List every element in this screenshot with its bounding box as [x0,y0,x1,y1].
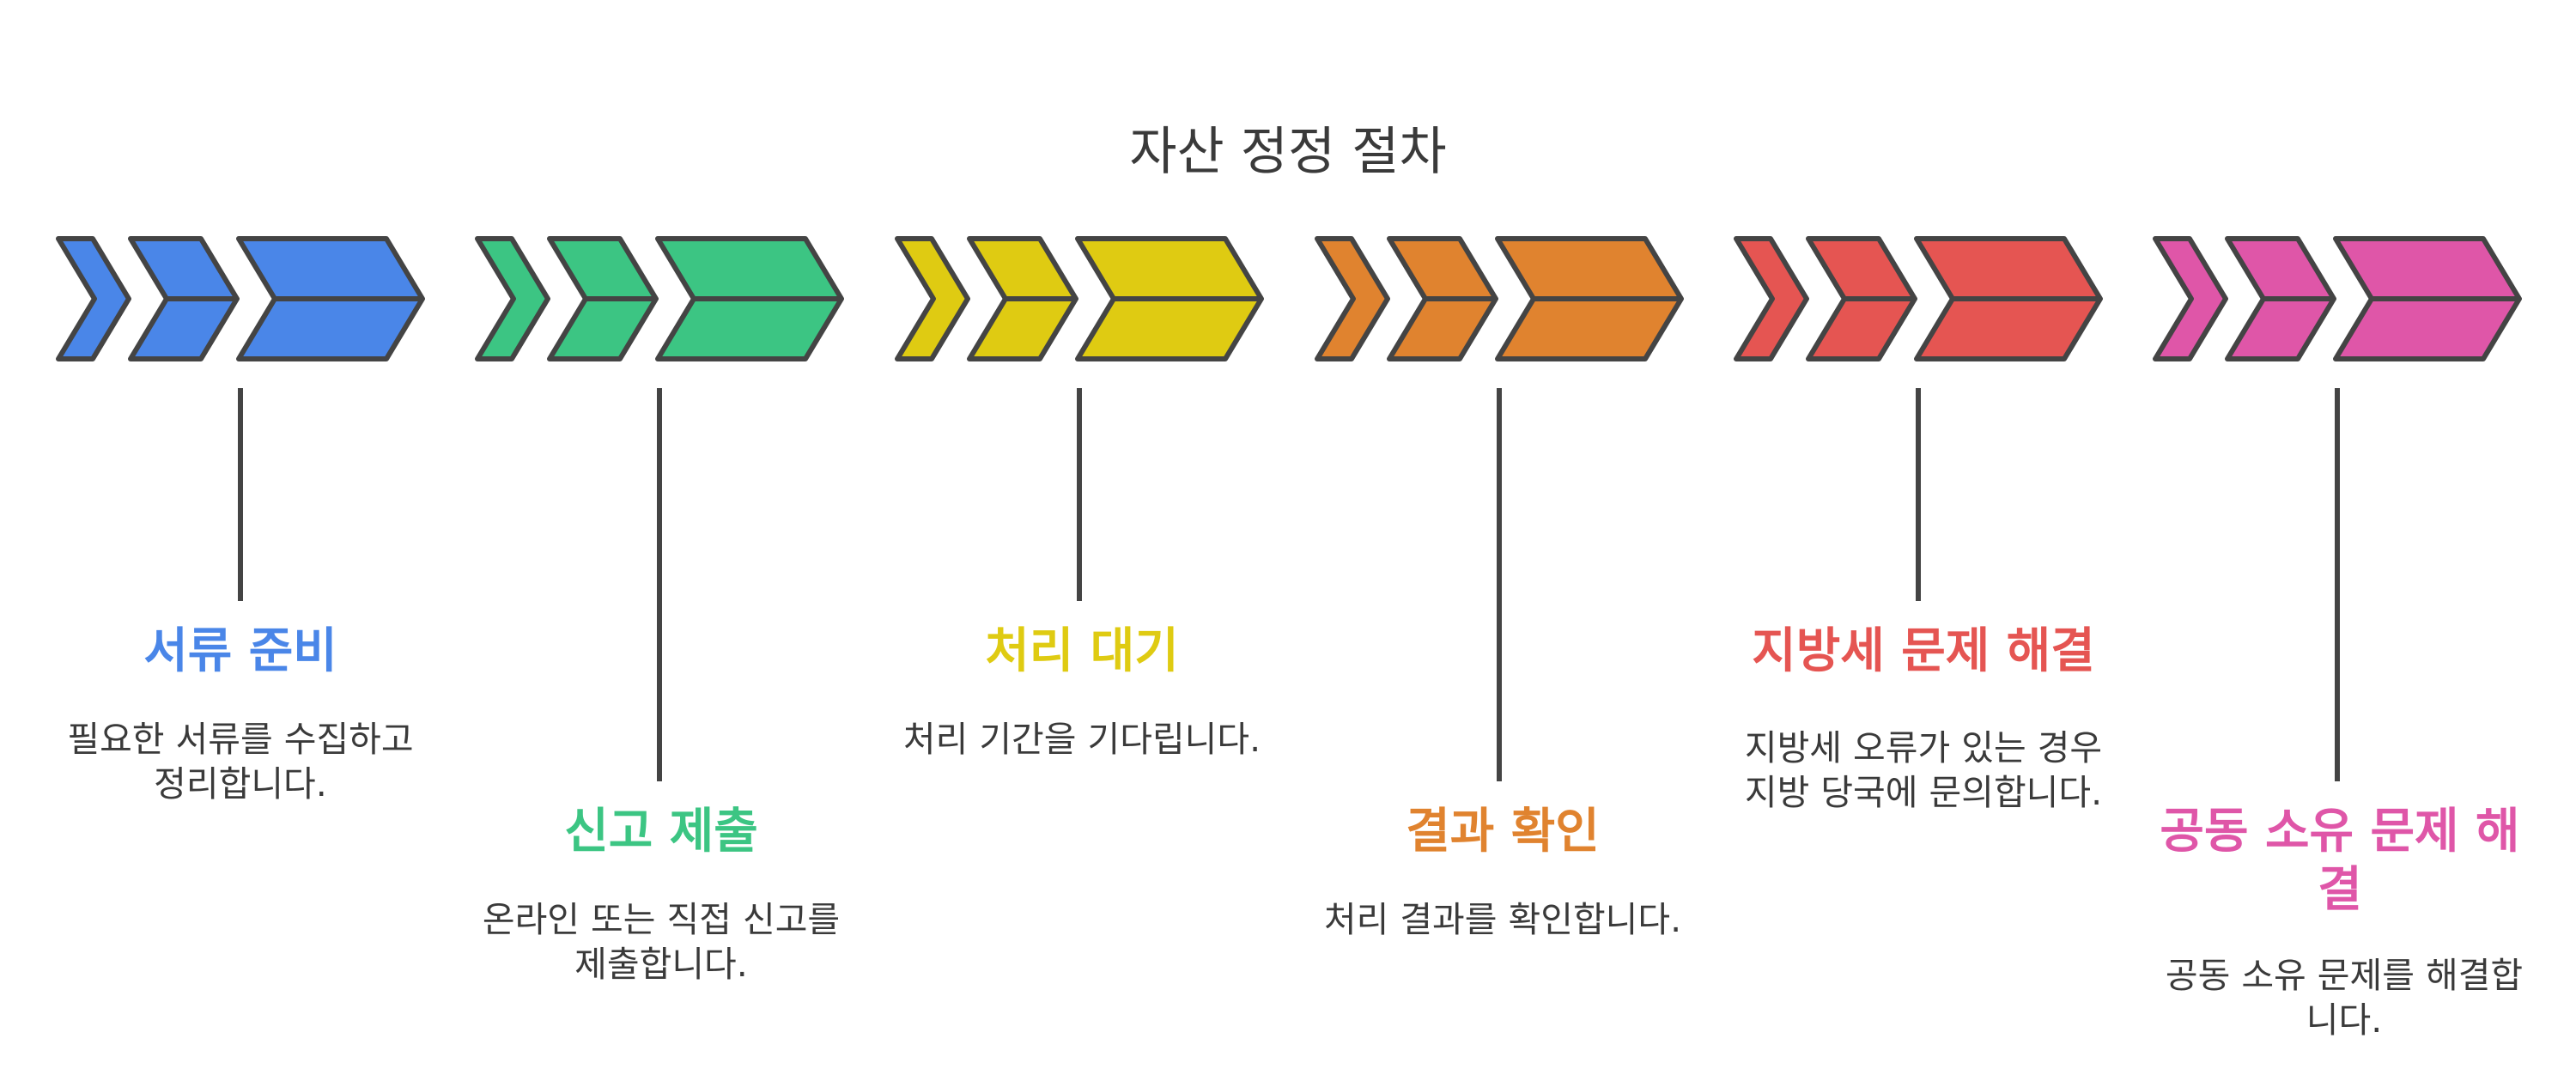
step-title-2: 신고 제출 [564,804,758,859]
step-description-1: 필요한 서류를 수집하고 정리합니다. [67,719,414,805]
chevron-small-5 [1734,236,1809,361]
chevron-small-3 [895,236,970,361]
step-title-3: 처리 대기 [985,623,1179,679]
step-title-5: 지방세 문제 해결 [1752,623,2095,679]
chevron-small-1 [56,236,131,361]
chevron-small-4 [1315,236,1390,361]
step-description-5: 지방세 오류가 있는 경우 지방 당국에 문의합니다. [1744,727,2103,813]
step-description-3: 처리 기간을 기다립니다. [902,719,1261,760]
step-description-2: 온라인 또는 직접 신고를 제출합니다. [482,899,841,985]
step-title-4: 결과 확인 [1406,804,1600,859]
chevron-small-6 [2153,236,2228,361]
step-description-4: 처리 결과를 확인합니다. [1323,899,1682,940]
chevron-small-2 [475,236,550,361]
step-title-1: 서류 준비 [143,623,337,679]
step-description-6: 공동 소유 문제를 해결합니다. [2165,955,2524,1041]
step-title-6: 공동 소유 문제 해결 [2160,804,2520,918]
diagram-title: 자산 정정 절차 [1129,122,1447,182]
